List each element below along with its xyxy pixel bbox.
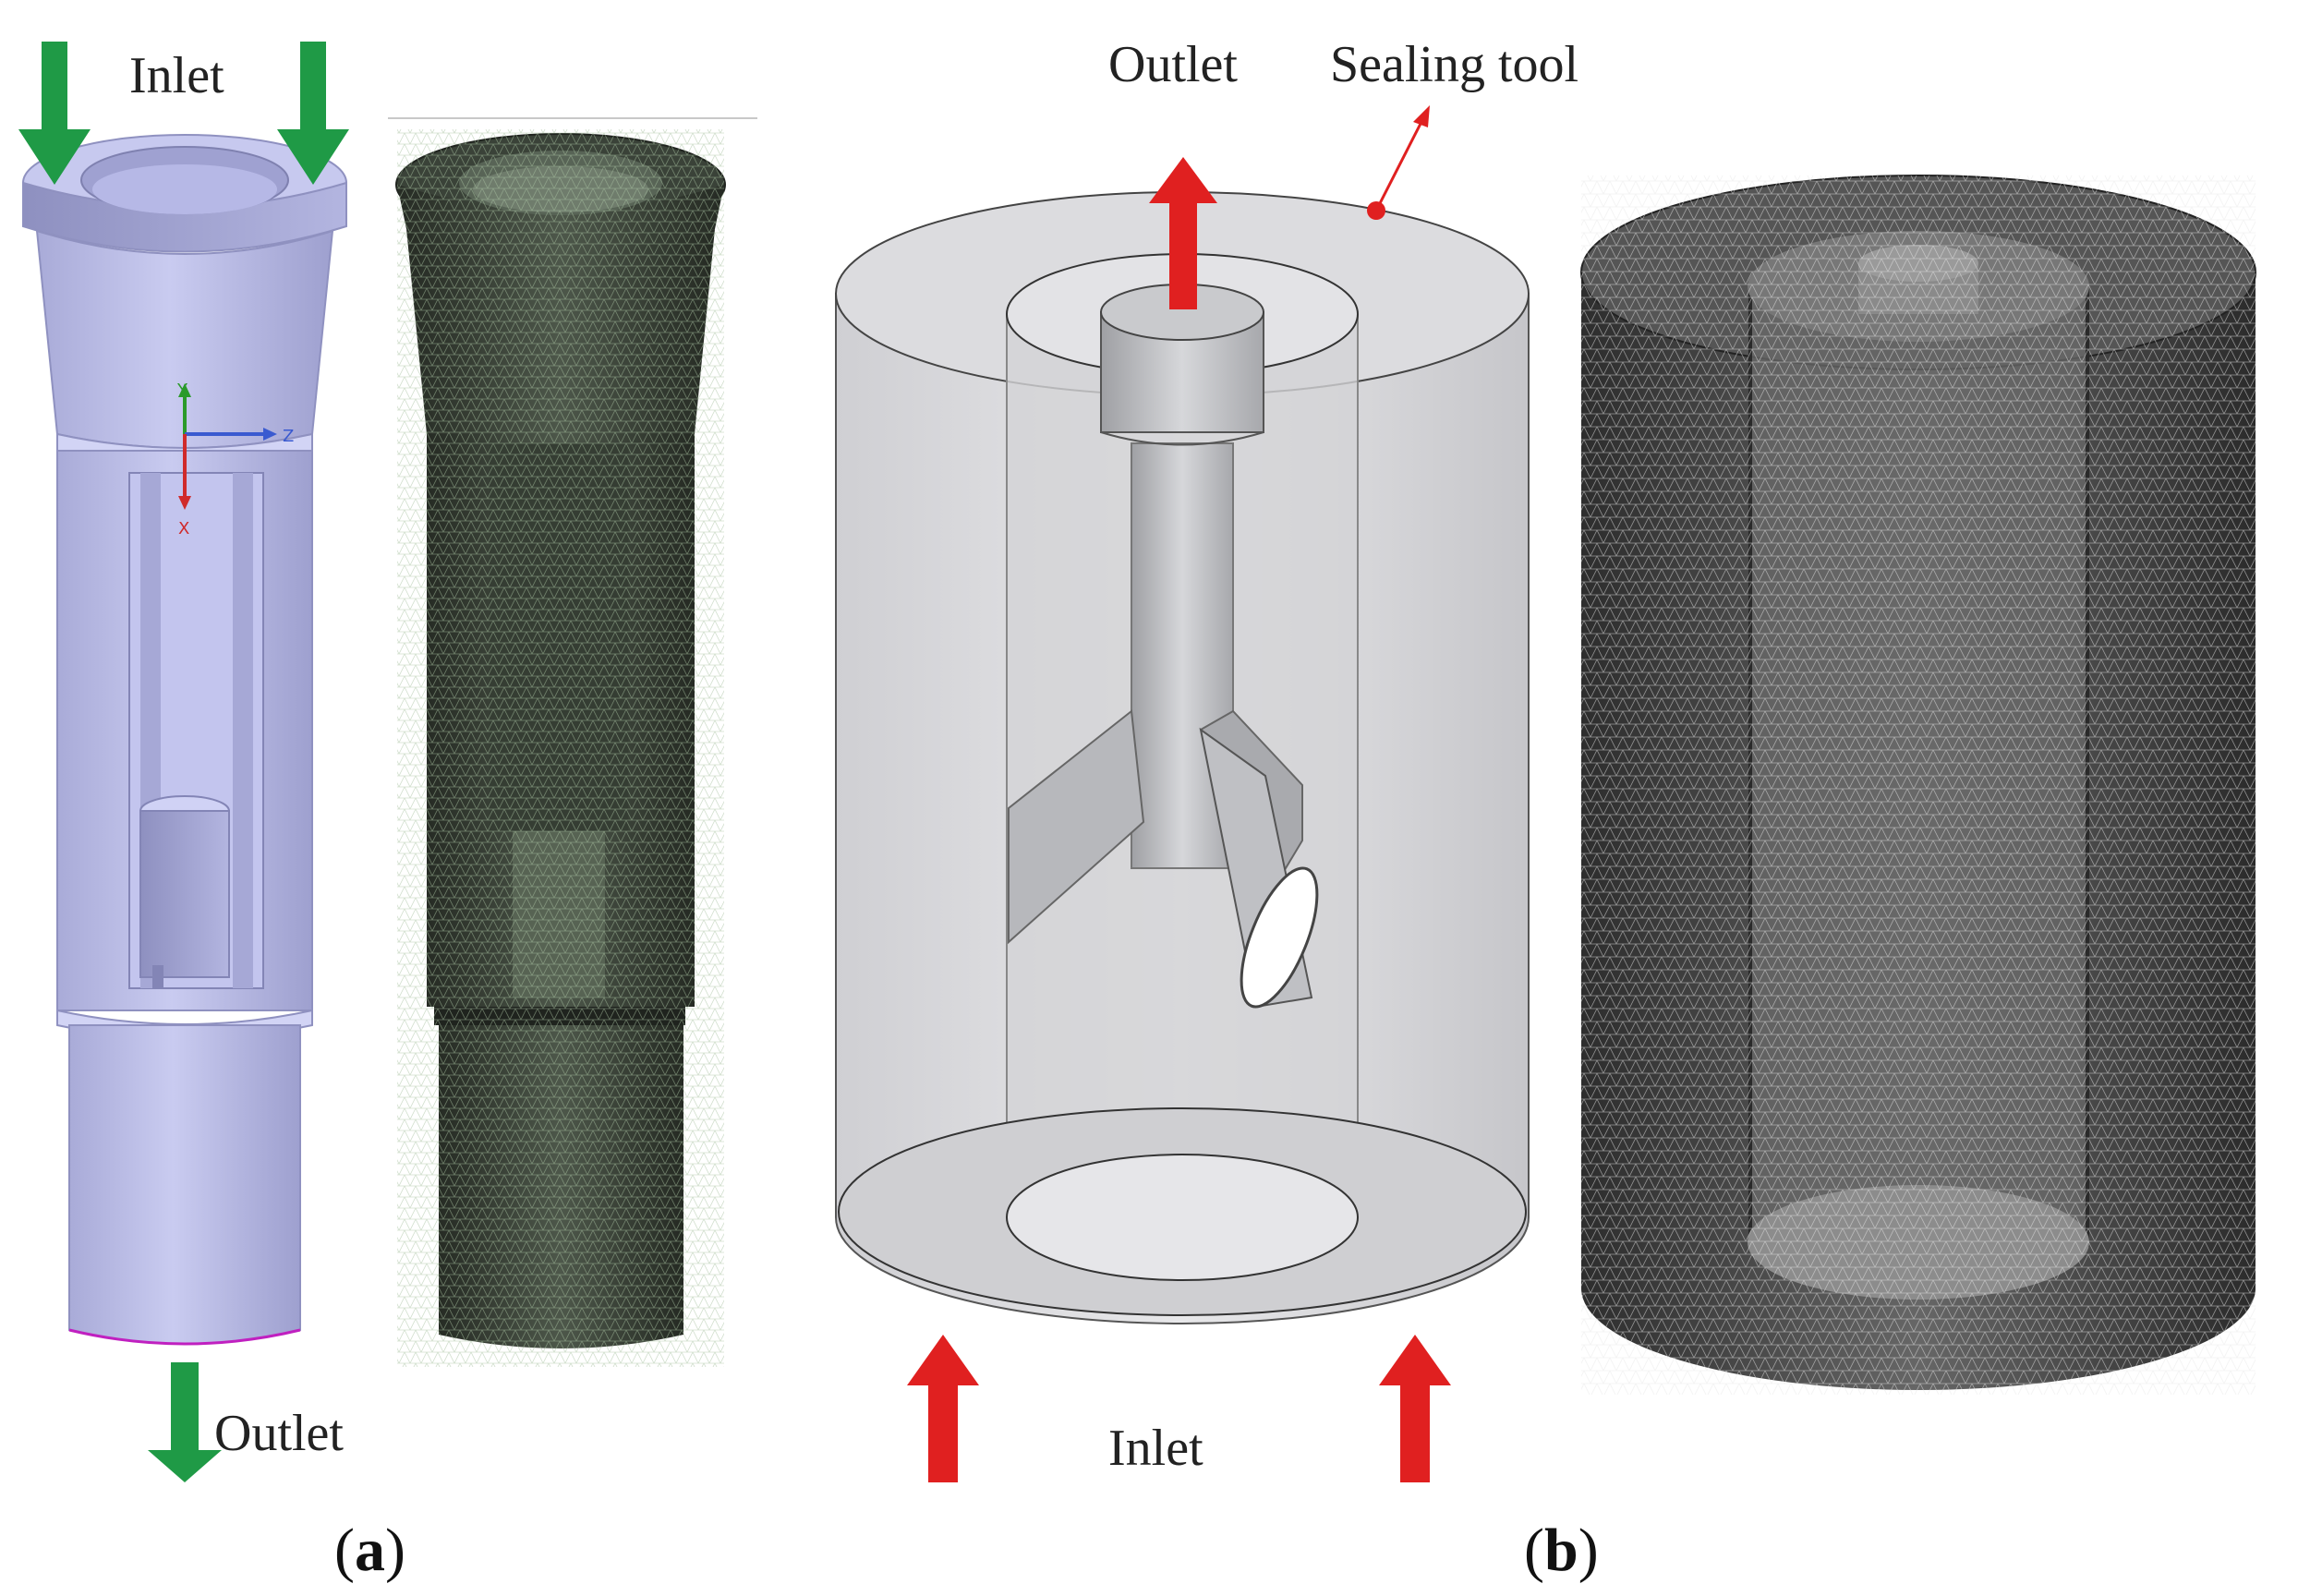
panel-b-sealing-tool-label: Sealing tool — [1330, 36, 1578, 93]
panel-a-inlet-label: Inlet — [129, 47, 224, 104]
panel-a-label: (a) — [334, 1517, 405, 1584]
left-nozzle-arm — [1008, 709, 1145, 945]
panel-b-inlet-arrow-left — [907, 1335, 979, 1482]
panel-b-outlet-label: Outlet — [1108, 36, 1238, 93]
panel-a-mesh-model — [395, 129, 726, 1367]
panel-a-outlet-arrow — [148, 1362, 222, 1482]
panel-b-label: (b) — [1524, 1517, 1599, 1584]
axis-triad: Y Z X — [176, 381, 294, 538]
cad-lower-pipe — [68, 1024, 301, 1345]
panel-a-inlet-arrows — [18, 42, 349, 185]
panel-b-mesh-model — [1580, 175, 2256, 1395]
panel-b-geometry — [835, 105, 1530, 1324]
panel-b-inlet-arrows — [907, 1335, 1451, 1482]
inlet-arrow-left — [18, 42, 91, 185]
axis-x-label: X — [178, 519, 189, 538]
axis-z-label: Z — [283, 427, 294, 446]
panel-a-cad-model: Y Z X — [22, 134, 347, 1346]
panel-b-inlet-label: Inlet — [1108, 1420, 1203, 1477]
panel-b-inlet-arrow-right — [1379, 1335, 1451, 1482]
right-nozzle-opening — [1240, 866, 1319, 1009]
axis-y-label: Y — [176, 381, 188, 400]
inlet-arrow-right — [277, 42, 349, 185]
panel-a-outlet-label: Outlet — [214, 1405, 344, 1462]
panel-b-outlet-arrow — [1149, 157, 1217, 309]
